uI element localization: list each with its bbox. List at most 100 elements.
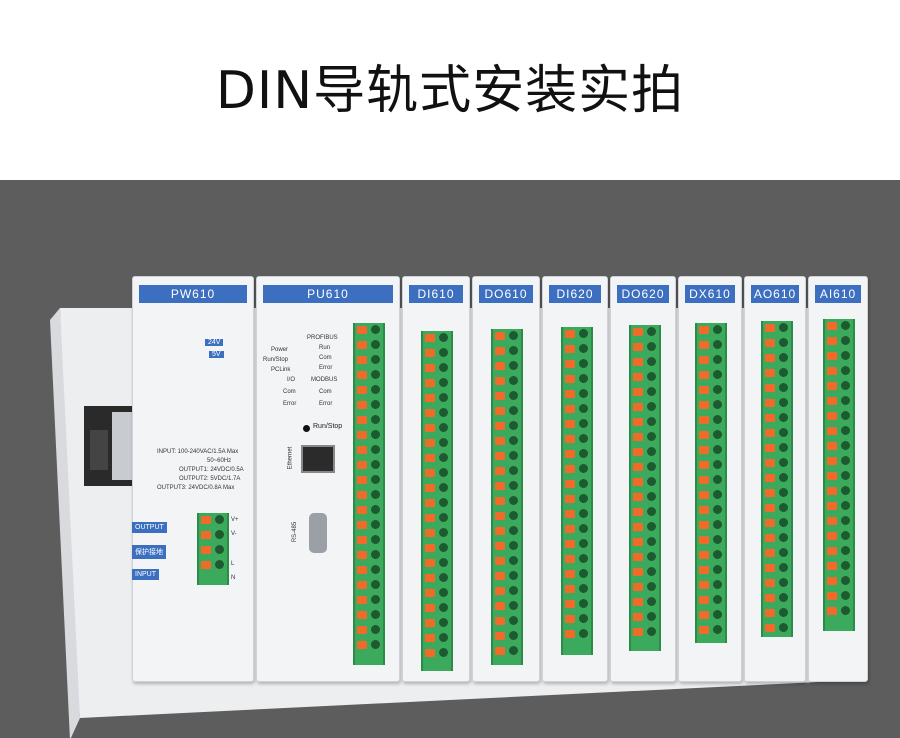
terminal-hole (439, 393, 448, 402)
terminal-hole (509, 556, 518, 565)
terminal-clip (495, 392, 505, 400)
terminal-clip (633, 553, 643, 561)
terminal-clip (699, 401, 709, 409)
terminal-hole (779, 548, 788, 557)
profibus-error-label: Error (319, 365, 333, 371)
terminal-hole (841, 531, 850, 540)
terminal-hole (841, 606, 850, 615)
terminal-clip (565, 420, 575, 428)
terminal-hole (371, 595, 380, 604)
terminal-hole (713, 505, 722, 514)
terminal-clip (765, 474, 775, 482)
terminal-clip (425, 544, 435, 552)
terminal-hole (371, 550, 380, 559)
terminal-clip (699, 536, 709, 544)
terminal-clip (565, 540, 575, 548)
terminal-hole (371, 640, 380, 649)
terminal-clip (357, 341, 367, 349)
output-label: OUTPUT (132, 522, 167, 533)
run-stop-switch[interactable] (303, 425, 310, 432)
terminal-hole (713, 370, 722, 379)
terminal-hole (509, 601, 518, 610)
terminal-hole (841, 396, 850, 405)
terminal-clip (633, 478, 643, 486)
module-label: DO610 (479, 285, 533, 303)
terminal-clip (425, 379, 435, 387)
terminal-clip (633, 373, 643, 381)
terminal-hole (509, 451, 518, 460)
terminal-clip (765, 609, 775, 617)
terminal-hole (371, 445, 380, 454)
terminal-clip (357, 521, 367, 529)
terminal-hole (779, 458, 788, 467)
terminal-clip (827, 442, 837, 450)
terminal-hole (713, 385, 722, 394)
terminal-hole (841, 411, 850, 420)
terminal-hole (579, 344, 588, 353)
terminal-clip (765, 459, 775, 467)
terminal-hole (841, 486, 850, 495)
terminal-hole (439, 498, 448, 507)
terminal-clip (699, 371, 709, 379)
terminal-hole (713, 625, 722, 634)
runstop-switch-label: Run/Stop (313, 423, 343, 430)
terminal-clip (699, 431, 709, 439)
terminal-clip (765, 594, 775, 602)
rs485-port[interactable] (309, 513, 327, 553)
io-com-label: Com (283, 389, 296, 395)
terminal-block (761, 321, 793, 637)
term-l: L (231, 561, 235, 567)
terminal-clip (765, 429, 775, 437)
terminal-hole (371, 475, 380, 484)
terminal-hole (647, 462, 656, 471)
terminal-hole (647, 327, 656, 336)
terminal-hole (841, 336, 850, 345)
terminal-hole (779, 533, 788, 542)
terminal-hole (841, 501, 850, 510)
terminal-hole (579, 539, 588, 548)
terminal-hole (439, 648, 448, 657)
terminal-hole (713, 415, 722, 424)
terminal-clip (495, 632, 505, 640)
terminal-hole (713, 490, 722, 499)
terminal-hole (713, 475, 722, 484)
terminal-clip (827, 562, 837, 570)
terminal-hole (647, 522, 656, 531)
terminal-clip (827, 397, 837, 405)
terminal-clip (495, 497, 505, 505)
terminal-hole (647, 612, 656, 621)
terminal-clip (699, 551, 709, 559)
terminal-block (353, 323, 385, 665)
terminal-clip (357, 641, 367, 649)
terminal-clip (201, 546, 211, 554)
terminal-clip (565, 390, 575, 398)
terminal-hole (509, 526, 518, 535)
terminal-clip (495, 467, 505, 475)
terminal-clip (425, 424, 435, 432)
terminal-clip (765, 504, 775, 512)
terminal-hole (841, 516, 850, 525)
terminal-hole (509, 331, 518, 340)
terminal-clip (495, 557, 505, 565)
terminal-hole (841, 351, 850, 360)
terminal-clip (425, 649, 435, 657)
terminal-clip (827, 487, 837, 495)
terminal-clip (827, 367, 837, 375)
terminal-clip (827, 502, 837, 510)
terminal-clip (633, 463, 643, 471)
terminal-clip (357, 461, 367, 469)
terminal-hole (509, 586, 518, 595)
terminal-clip (699, 506, 709, 514)
terminal-clip (827, 532, 837, 540)
terminal-hole (371, 400, 380, 409)
terminal-clip (699, 416, 709, 424)
terminal-hole (579, 374, 588, 383)
terminal-hole (647, 447, 656, 456)
ethernet-port[interactable] (301, 445, 335, 473)
terminal-hole (841, 441, 850, 450)
terminal-clip (827, 352, 837, 360)
terminal-clip (425, 409, 435, 417)
terminal-hole (779, 413, 788, 422)
terminal-hole (439, 438, 448, 447)
terminal-clip (827, 337, 837, 345)
